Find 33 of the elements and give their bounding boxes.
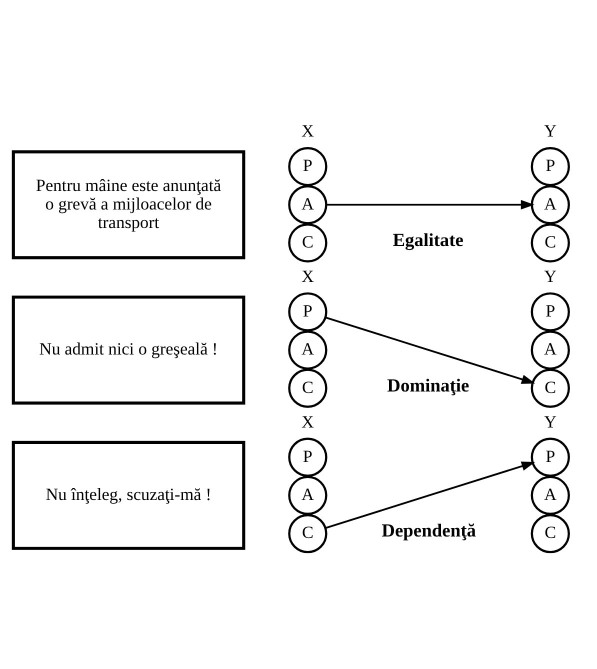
label: Y	[544, 121, 557, 140]
node-circle: A	[530, 475, 570, 514]
label: Y	[544, 412, 557, 431]
node-circle: A	[288, 475, 328, 514]
label: X	[302, 266, 314, 286]
arrow	[325, 316, 536, 384]
node-circle: P	[288, 292, 328, 331]
node-box: Nu înţeleg, scuzaţi-mă !	[12, 440, 246, 550]
label: Y	[544, 266, 557, 286]
label: X	[302, 121, 314, 140]
label: Dominaţie	[387, 374, 470, 395]
label: Dependenţă	[382, 520, 476, 540]
node-circle: P	[530, 292, 570, 331]
node-circle: C	[530, 514, 570, 553]
arrow	[326, 200, 534, 209]
node-circle: P	[530, 437, 570, 476]
node-circle: C	[288, 514, 328, 553]
node-circle: P	[288, 146, 328, 186]
label: Egalitate	[392, 230, 464, 250]
label: X	[302, 412, 314, 431]
node-circle: C	[288, 222, 328, 262]
node-box: Nu admit nici o greşeală !	[12, 295, 246, 404]
node-circle: P	[288, 437, 328, 476]
node-box: Pentru mâine este anunţată o grevă a mijloacelor de transport	[12, 150, 246, 259]
node-circle: A	[288, 330, 328, 370]
node-circle: A	[530, 330, 570, 370]
node-circle: C	[288, 368, 328, 408]
node-circle: A	[530, 184, 570, 224]
arrow	[325, 461, 536, 528]
node-circle: C	[530, 222, 570, 262]
node-circle: A	[288, 184, 328, 224]
node-circle: C	[530, 368, 570, 408]
node-circle: P	[530, 146, 570, 186]
